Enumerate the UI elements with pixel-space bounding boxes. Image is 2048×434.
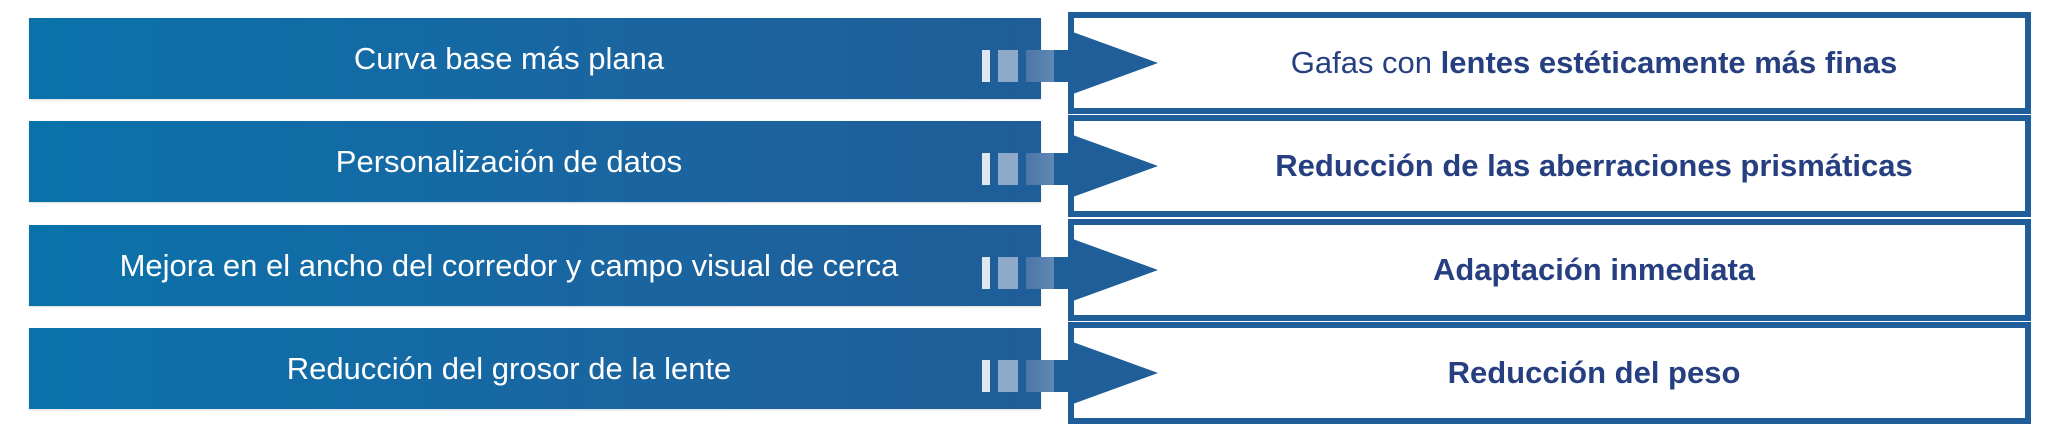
cause-box: Personalización de datos [29,121,1041,202]
arrow-stripe [1026,153,1054,185]
arrow-shaft [1054,257,1072,289]
arrow-head-icon [1070,238,1158,302]
arrow-stripe [998,153,1018,185]
cause-label: Personalización de datos [335,144,683,179]
effect-label-bold: Reducción de las aberraciones prismática… [1275,148,1913,183]
effect-box [1068,219,2031,321]
cause-label: Curva base más plana [353,41,665,76]
effect-label-plain: Gafas con [1290,45,1441,80]
effect-label-bold: Reducción del peso [1447,355,1741,390]
arrow-shaft [1054,153,1072,185]
arrow-head-icon [1070,31,1158,95]
diagram-row: Mejora en el ancho del corredor y campo … [0,215,2048,321]
effect-label: Gafas con lentes estéticamente más finas [1157,12,2031,114]
arrow-shaft [1054,360,1072,392]
effect-label-bold: Adaptación inmediata [1432,252,1756,287]
arrow-head-icon [1070,341,1158,405]
arrow-stripe [1026,50,1054,82]
diagram-row: Personalización de datos Reducción de la… [0,111,2048,217]
effect-label: Reducción del peso [1157,322,2031,424]
effect-box [1068,322,2031,424]
effect-label-bold: lentes estéticamente más finas [1440,45,1898,80]
arrow-stripe [998,360,1018,392]
cause-label: Reducción del grosor de la lente [286,351,732,386]
arrow-stripe [998,257,1018,289]
diagram-row: Reducción del grosor de la lente Reducci… [0,318,2048,424]
effect-box [1068,12,2031,114]
arrow-stripe [982,360,990,392]
cause-box: Curva base más plana [29,18,1041,99]
arrow-stripe [998,50,1018,82]
effect-label: Adaptación inmediata [1157,219,2031,321]
diagram-row: Curva base más plana Gafas con lentes es… [0,8,2048,114]
cause-box: Reducción del grosor de la lente [29,328,1041,409]
cause-box: Mejora en el ancho del corredor y campo … [29,225,1041,306]
arrow-stripe [1026,360,1054,392]
arrow-head-icon [1070,134,1158,198]
effect-label: Reducción de las aberraciones prismática… [1157,115,2031,217]
arrow-stripe [1026,257,1054,289]
arrow-shaft [1054,50,1072,82]
cause-label: Mejora en el ancho del corredor y campo … [119,248,899,283]
arrow-stripe [982,50,990,82]
arrow-stripe [982,257,990,289]
arrow-stripe [982,153,990,185]
